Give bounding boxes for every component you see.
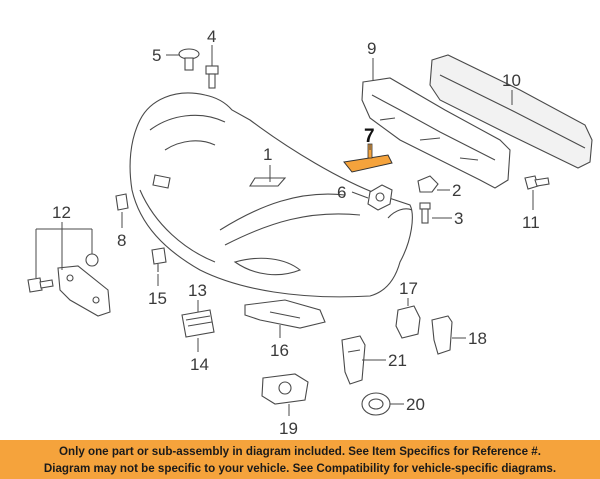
clip-8 [115, 193, 129, 211]
callout-19: 19 [279, 419, 298, 438]
callout-5: 5 [152, 46, 161, 65]
screw-4 [205, 65, 219, 89]
disclaimer-line-1: Only one part or sub-assembly in diagram… [59, 445, 541, 458]
bracket-18 [431, 315, 453, 355]
callout-6: 6 [337, 183, 346, 202]
callout-18: 18 [468, 329, 487, 348]
sensor-19 [261, 373, 309, 405]
bumper-cover [129, 92, 413, 298]
part-17 [395, 305, 421, 339]
callout-11: 11 [522, 213, 540, 232]
bolt-3 [419, 202, 431, 224]
retainer-2 [417, 175, 439, 193]
bracket-12 [27, 253, 111, 317]
callout-10: 10 [502, 71, 521, 90]
disclaimer-banner: Only one part or sub-assembly in diagram… [0, 440, 600, 479]
callout-21: 21 [388, 351, 407, 370]
callout-9: 9 [367, 39, 376, 58]
reinforcement-bar [429, 54, 593, 169]
callout-3: 3 [454, 209, 463, 228]
callout-8: 8 [117, 231, 126, 250]
callout-7: 7 [364, 126, 375, 147]
moulding-14 [181, 309, 215, 338]
callout-labels: 1 2 3 4 5 6 7 8 9 10 11 12 13 14 15 16 1… [52, 27, 540, 438]
ring-20 [361, 392, 391, 416]
energy-absorber [361, 77, 511, 189]
clip-15 [151, 247, 167, 272]
callout-4: 4 [207, 27, 216, 46]
callout-17: 17 [399, 279, 418, 298]
callout-20: 20 [406, 395, 425, 414]
callout-1: 1 [263, 145, 272, 164]
disclaimer-line-2: Diagram may not be specific to your vehi… [43, 462, 557, 475]
callout-16: 16 [270, 341, 289, 360]
callout-14: 14 [190, 355, 209, 374]
callout-13: 13 [188, 281, 207, 300]
bracket-21 [341, 335, 366, 385]
push-clip-5 [178, 48, 200, 71]
bracket-7-shape [343, 154, 393, 173]
callout-12: 12 [52, 203, 71, 222]
callout-15: 15 [148, 289, 167, 308]
bolt-11 [524, 175, 550, 190]
parts-diagram: 1 2 3 4 5 6 7 8 9 10 11 12 13 14 15 16 1… [27, 27, 593, 438]
highlighted-bracket [343, 143, 393, 173]
clip-6 [367, 184, 393, 211]
callout-2: 2 [452, 181, 461, 200]
leader-lines [35, 45, 534, 416]
bracket-16 [244, 299, 326, 329]
